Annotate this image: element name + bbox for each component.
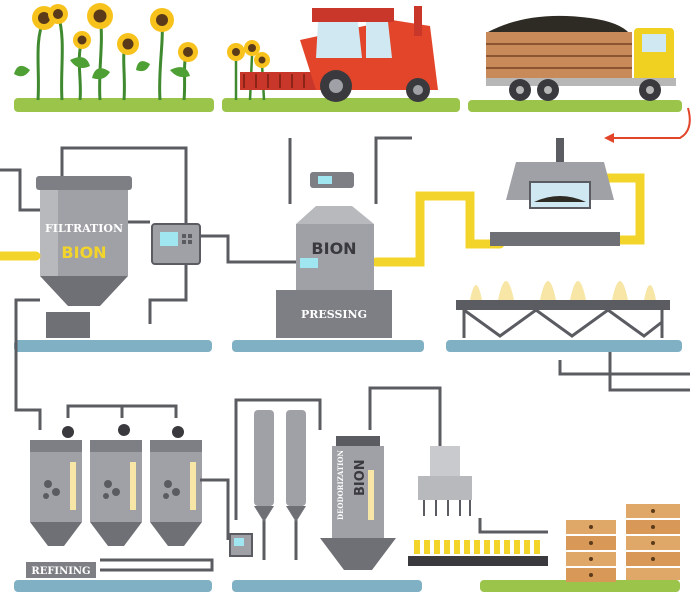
middle-ground	[14, 340, 682, 352]
seed-truck	[468, 15, 682, 112]
refining-tanks: REFINING	[26, 424, 214, 578]
harvester-grass	[222, 98, 460, 112]
packed-boxes	[566, 504, 680, 582]
truck-seed-load	[488, 15, 630, 34]
refining-tank-3	[150, 440, 202, 546]
bottling-line	[408, 446, 548, 566]
deodorization-tank: DEODORIZATION BION	[320, 436, 396, 570]
sunflower-heads	[32, 3, 198, 62]
conveyor-belt	[408, 556, 548, 566]
oil-bottles	[414, 540, 540, 554]
refining-tank-1	[30, 440, 82, 546]
field-grass	[14, 98, 214, 112]
press-rack	[456, 300, 670, 310]
distillation-columns	[254, 410, 306, 522]
deodorization-label: DEODORIZATION	[336, 449, 345, 520]
deodorization-brand: BION	[353, 459, 368, 496]
pressing-body	[296, 224, 374, 290]
filtration-label: FILTRATION	[45, 222, 123, 235]
deodorization-body	[332, 446, 384, 538]
sunflower-field	[14, 3, 214, 112]
refining-tank-2	[90, 440, 142, 546]
process-pipes	[0, 136, 690, 430]
combine-harvester	[222, 6, 460, 112]
pressing-brand: BION	[311, 239, 356, 258]
flow-arrow-line	[612, 107, 691, 139]
filtration-base	[46, 312, 90, 338]
flow-arrow-head	[604, 133, 614, 143]
filtration-tank: FILTRATION BION	[36, 176, 132, 338]
bottom-pipes	[200, 386, 442, 560]
refining-valves	[62, 424, 184, 438]
refining-plate	[26, 562, 96, 578]
yellow-oil-pipes	[0, 173, 645, 267]
pressing-label: PRESSING	[301, 308, 367, 321]
harvester-cab-window	[316, 22, 362, 58]
truck-grass	[468, 100, 682, 112]
filtration-brand: BION	[61, 243, 106, 262]
control-panel	[151, 223, 201, 265]
refining-label: REFINING	[31, 566, 90, 577]
pressing-machine: BION PRESSING	[276, 172, 392, 338]
pressing-base	[276, 290, 392, 338]
seed-press-station	[456, 138, 670, 338]
bottom-ground	[14, 580, 680, 592]
small-panel	[229, 533, 253, 557]
control-panel-screen	[160, 232, 178, 246]
oil-streams	[470, 281, 656, 300]
